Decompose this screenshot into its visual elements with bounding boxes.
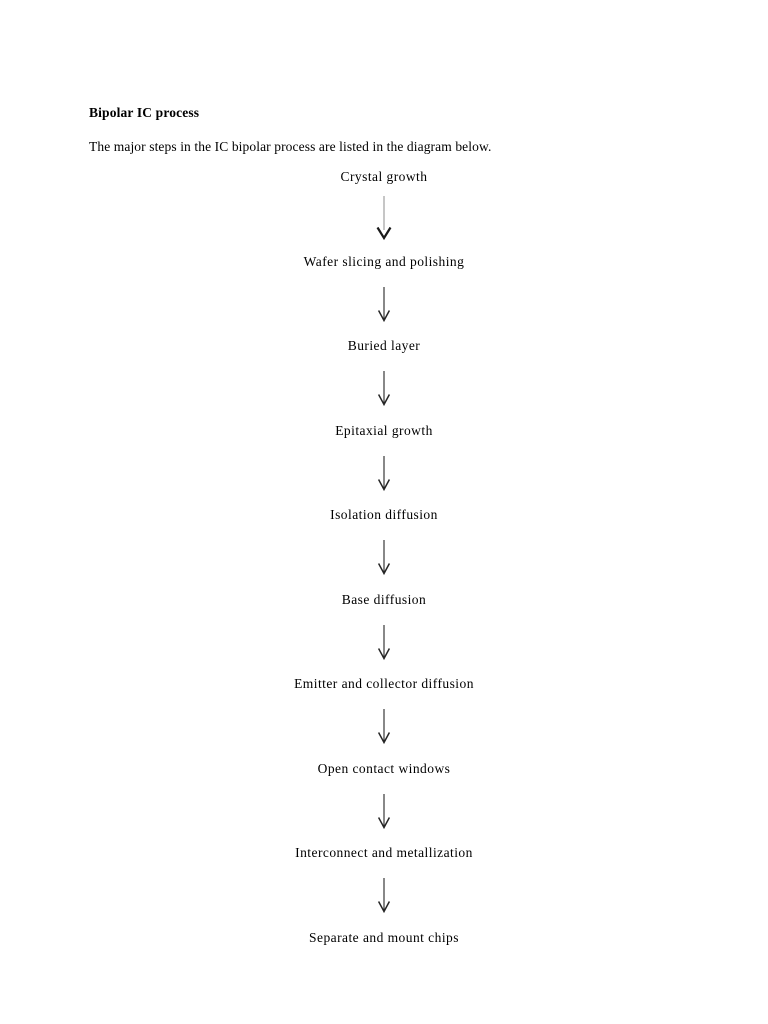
- flow-step-label: Isolation diffusion: [330, 507, 438, 522]
- flow-step-label: Epitaxial growth: [335, 422, 433, 438]
- down-arrow-icon: [0, 788, 768, 834]
- flow-row: Isolation diffusion: [0, 506, 768, 591]
- down-arrow-icon: [0, 619, 768, 665]
- down-arrow-icon: [0, 196, 768, 242]
- flow-step-label: Emitter and collector diffusion: [294, 676, 474, 691]
- flow-row: Open contact windows: [0, 760, 768, 845]
- flow-step-label: Buried layer: [347, 338, 421, 353]
- intro-paragraph: The major steps in the IC bipolar proces…: [89, 139, 492, 154]
- down-arrow-icon: [0, 703, 768, 749]
- flow-row: Interconnect and metallization: [0, 844, 768, 929]
- flow-row: Wafer slicing and polishing: [0, 253, 768, 338]
- flow-step-label: Open contact windows: [317, 760, 451, 776]
- flow-row: Separate and mount chips: [0, 929, 768, 1014]
- flow-step-label: Wafer slicing and polishing: [303, 253, 465, 269]
- flow-step-label: Base diffusion: [341, 591, 427, 607]
- flow-step-label: Crystal growth: [340, 169, 428, 184]
- flow-row: Emitter and collector diffusion: [0, 675, 768, 760]
- down-arrow-icon: [0, 281, 768, 327]
- flow-step-label: Separate and mount chips: [309, 929, 459, 945]
- down-arrow-icon: [0, 872, 768, 918]
- down-arrow-icon: [0, 450, 768, 496]
- down-arrow-icon: [0, 534, 768, 580]
- flow-row: Epitaxial growth: [0, 422, 768, 507]
- bipolar-process-flowchart: Crystal growth Wafer slicing and polishi…: [0, 168, 768, 1013]
- page-title: Bipolar IC process: [89, 105, 200, 120]
- down-arrow-icon: [0, 365, 768, 411]
- flow-row: Crystal growth: [0, 168, 768, 253]
- flow-row: Buried layer: [0, 337, 768, 422]
- flow-row: Base diffusion: [0, 591, 768, 676]
- flow-step-label: Interconnect and metallization: [295, 845, 473, 860]
